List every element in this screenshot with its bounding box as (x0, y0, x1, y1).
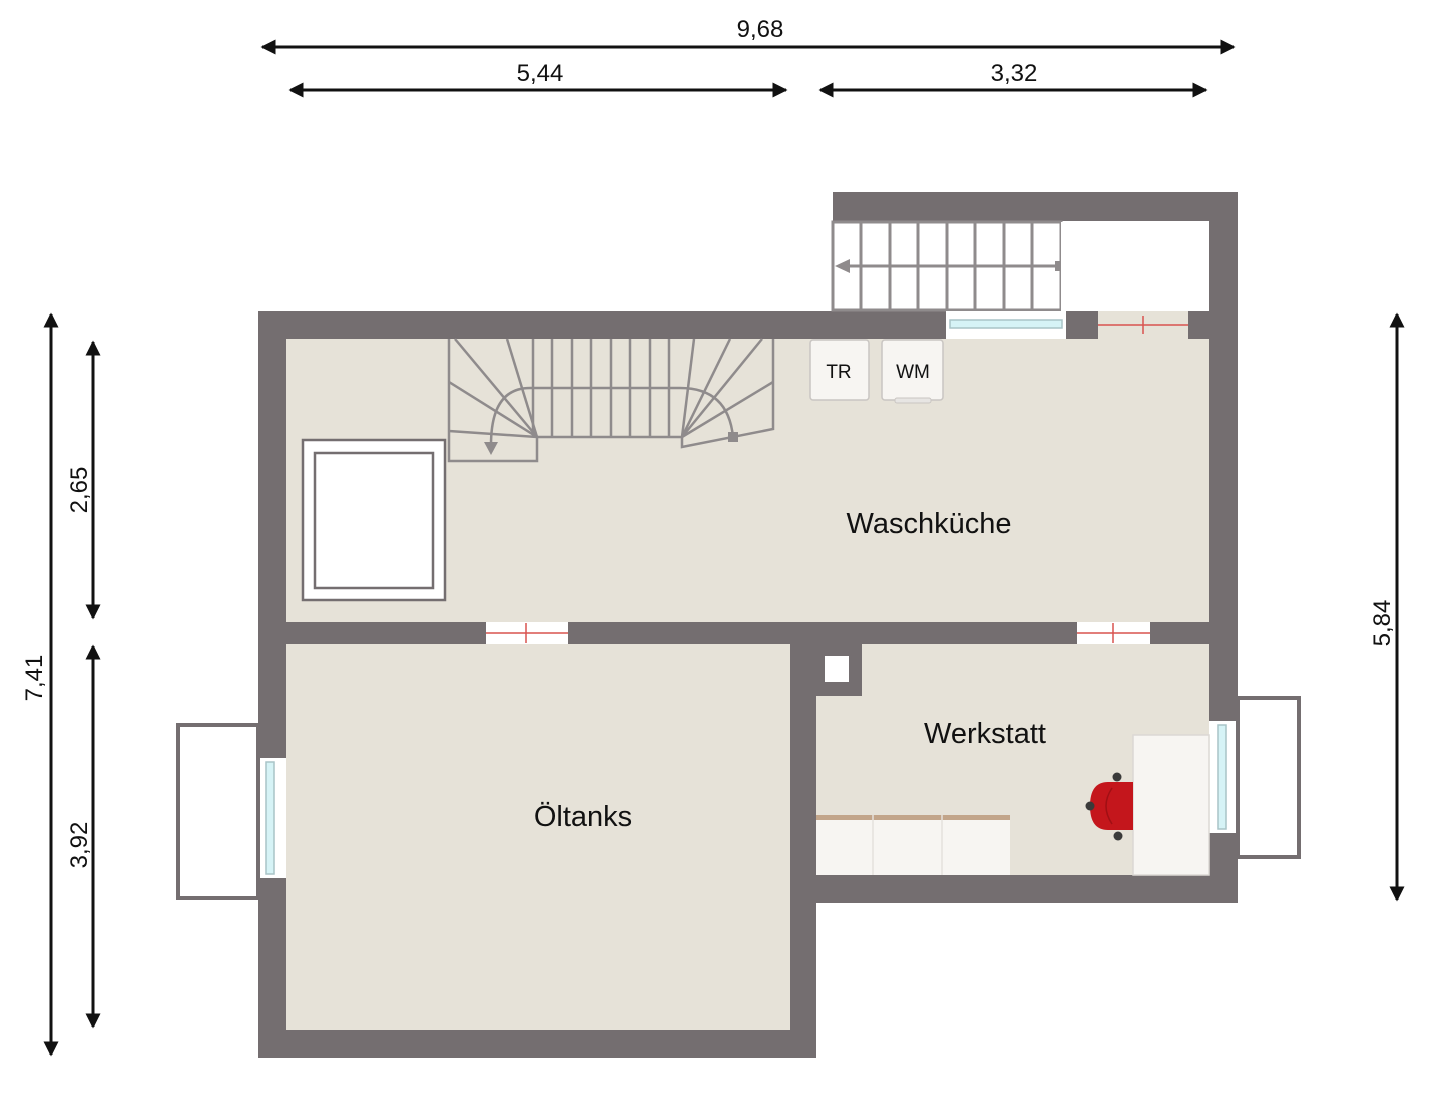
door-top (1098, 311, 1188, 339)
wall (258, 1030, 816, 1058)
walls (258, 192, 1238, 1058)
desk (1132, 734, 1210, 876)
dimension-top-left: 5,44 (288, 60, 788, 98)
room-label-oeltanks: Öltanks (534, 801, 632, 833)
wall (1209, 311, 1238, 721)
room-label-waschkueche: Waschküche (847, 508, 1012, 540)
dimension-top-right: 3,32 (818, 60, 1208, 98)
wall (1066, 311, 1098, 339)
wall (568, 622, 1077, 644)
dimension-left-upper: 2,65 (66, 340, 101, 620)
chimney-flue (825, 656, 849, 682)
dimension-right-total: 5,84 (1369, 312, 1405, 902)
winding-staircase (447, 338, 775, 463)
dryer-label: TR (826, 362, 851, 383)
office-chair (1085, 772, 1133, 841)
straight-staircase (831, 220, 1065, 312)
dryer: TR (809, 339, 870, 401)
wall (1150, 622, 1210, 644)
light-well-right (1236, 696, 1301, 859)
window-right (1209, 721, 1238, 833)
dimension-top-total: 9,68 (260, 16, 1236, 55)
window-top (946, 311, 1066, 339)
light-well-left (176, 723, 260, 900)
washing-machine-label: WM (896, 362, 930, 383)
stair-direction-arrow-icon (484, 442, 498, 455)
dimension-label: 5,44 (517, 60, 564, 87)
dimension-label: 2,65 (66, 467, 93, 514)
washing-machine: WM (881, 339, 944, 404)
square-fixture (301, 438, 447, 602)
dimension-label: 5,84 (1369, 600, 1396, 647)
room-label-werkstatt: Werkstatt (924, 718, 1046, 750)
door-waschkueche-oeltanks (486, 623, 568, 643)
wall (286, 622, 486, 644)
dimension-label: 9,68 (737, 16, 784, 43)
dimension-label: 7,41 (21, 655, 48, 702)
stair-direction-arrow-icon (835, 259, 850, 273)
wall (258, 311, 286, 758)
wall (790, 644, 816, 1058)
floor-oeltanks (286, 644, 790, 1030)
wall (833, 192, 1238, 221)
dimension-left-total: 7,41 (21, 312, 59, 1057)
workbench-cabinets (816, 815, 1010, 875)
landing (1061, 222, 1209, 311)
dimension-left-lower: 3,92 (66, 644, 101, 1029)
wall (816, 875, 1238, 903)
door-waschkueche-werkstatt (1077, 623, 1150, 643)
wall (258, 311, 946, 339)
dimension-label: 3,92 (66, 822, 93, 869)
dimension-label: 3,32 (991, 60, 1038, 87)
window-left (258, 758, 286, 878)
wall (258, 878, 286, 1058)
